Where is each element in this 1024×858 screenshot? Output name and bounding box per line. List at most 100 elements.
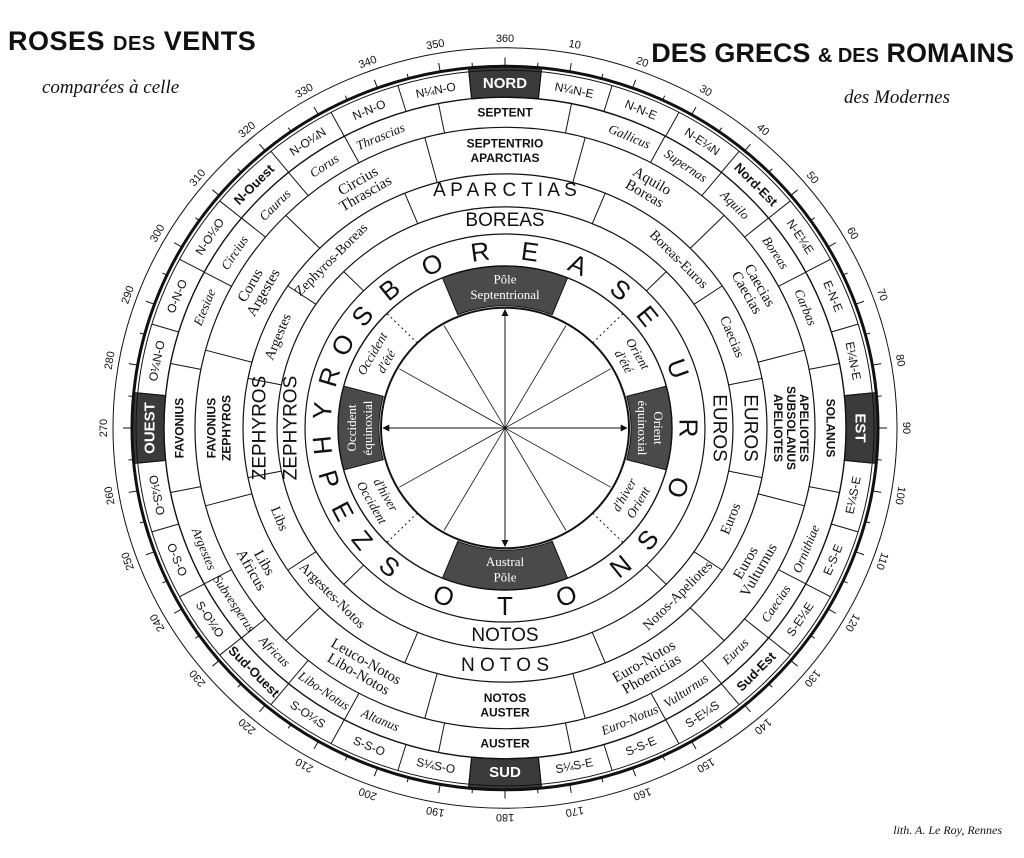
ring-h-division <box>728 377 763 386</box>
modern-division <box>137 392 166 397</box>
degree-tick <box>237 684 241 688</box>
ring-h-wind-label: EUROS <box>740 394 761 462</box>
occident-equinox-label: Occident <box>344 404 359 451</box>
modern-division <box>179 583 205 598</box>
roman-wind-label: Argestes <box>188 525 219 573</box>
ring-h-wind-label: Zephyros-Boreas <box>292 221 371 300</box>
degree-tick <box>259 143 265 151</box>
degree-tick <box>212 660 219 667</box>
degree-tick <box>601 778 604 783</box>
roman-division <box>343 693 360 721</box>
modern-point-label: S¼S-E <box>554 755 594 776</box>
ring-h-wind-label: ZEPHYROS <box>250 376 271 481</box>
greek-wind-label: NOTOS <box>484 691 526 705</box>
degree-tick <box>769 684 773 688</box>
degree-tick <box>828 608 837 614</box>
shaded-cells <box>131 65 879 791</box>
title-word: VENTS <box>163 26 257 56</box>
degree-tick <box>212 189 219 196</box>
inner-dotted-line <box>592 512 624 543</box>
degree-tick <box>438 62 441 71</box>
modern-division <box>805 258 831 273</box>
degree-tick <box>173 608 182 614</box>
degree-label: 130 <box>802 667 823 689</box>
degree-tick <box>287 127 291 132</box>
degree-label: 210 <box>294 755 316 775</box>
roman-wind-label: Caecias <box>758 582 794 625</box>
modern-division <box>151 323 179 333</box>
degree-tick <box>195 635 199 639</box>
modern-point-label: E¼N-E <box>843 340 864 381</box>
greek-ring-inner-edge <box>242 173 768 683</box>
quadrant-letter: Y <box>307 401 339 421</box>
greek-wind-label: APELIOTES <box>797 394 811 462</box>
roman-wind-label: Euro-Notus <box>598 701 660 738</box>
quadrant-letter: A <box>564 247 592 282</box>
modern-division <box>151 523 179 533</box>
ring-h-division <box>287 551 317 571</box>
degree-label: 150 <box>695 755 717 775</box>
degree-tick <box>145 551 154 556</box>
modern-division <box>397 85 407 112</box>
degree-tick <box>843 272 848 276</box>
degree-label: 330 <box>294 81 316 101</box>
title-word: DES <box>651 38 707 68</box>
degree-label: 120 <box>842 612 862 634</box>
quadrant-letter: O <box>552 578 581 613</box>
degree-tick <box>162 580 167 584</box>
degree-label: 110 <box>873 551 890 572</box>
modern-point-label: S¼S-O <box>415 755 456 776</box>
modern-division <box>219 200 242 219</box>
quadrant-letter: H <box>307 434 339 456</box>
quadrant-letter: R <box>312 364 346 391</box>
ring-i-wind-label: BOREAS <box>465 210 544 231</box>
greek-division <box>572 673 586 719</box>
roman-wind-label: Thrascias <box>354 120 407 153</box>
degree-tick <box>195 217 199 221</box>
degree-label: 80 <box>893 353 907 367</box>
subtitle-left: comparées à celle <box>42 77 180 98</box>
pole-north-label: Pôle <box>493 272 516 287</box>
modern-point-label: NORD <box>483 75 527 92</box>
quadrant-letter: P <box>312 467 346 492</box>
modern-point-label: E-N-E <box>820 278 845 314</box>
ring-h-wind-label: Notos-Apeliotes <box>640 558 715 633</box>
greek-division <box>689 215 725 249</box>
roman-division <box>241 618 266 639</box>
ring-h-division <box>287 285 317 305</box>
ring-i-wind-label: ZEPHYROS <box>281 376 302 481</box>
modern-point-label: N¼N-E <box>554 80 595 101</box>
outer-border-ring-inner <box>135 69 875 787</box>
degree-label: 10 <box>568 38 582 52</box>
roman-division <box>778 271 807 287</box>
degree-label: 30 <box>697 83 714 100</box>
greek-division <box>424 137 438 183</box>
roman-wind-label: Gallicus <box>606 121 652 152</box>
degree-tick <box>873 363 882 366</box>
degree-label: 90 <box>900 422 912 434</box>
roman-division <box>203 271 232 287</box>
greek-division <box>757 493 805 507</box>
ring-h-division <box>693 285 723 305</box>
modern-division <box>844 392 873 397</box>
quadrant-letter: U <box>661 355 696 383</box>
center-diameter <box>443 325 567 531</box>
degree-label: 180 <box>496 811 514 823</box>
roman-division <box>564 722 573 753</box>
degree-tick <box>344 756 348 761</box>
roman-division <box>170 362 202 370</box>
degree-tick <box>569 62 572 71</box>
title-right: DES GRECS & DES ROMAINS <box>651 40 1014 67</box>
degree-tick <box>438 785 441 794</box>
degree-tick <box>691 106 697 115</box>
modern-division <box>330 112 345 137</box>
roman-division <box>437 722 446 753</box>
degree-tick <box>632 768 637 777</box>
degree-label: 190 <box>425 804 445 819</box>
roman-division <box>343 135 360 163</box>
greek-division <box>424 673 438 719</box>
degree-tick <box>128 363 137 366</box>
degree-tick <box>856 551 865 556</box>
greek-wind-label: ZEPHYROS <box>220 395 234 461</box>
